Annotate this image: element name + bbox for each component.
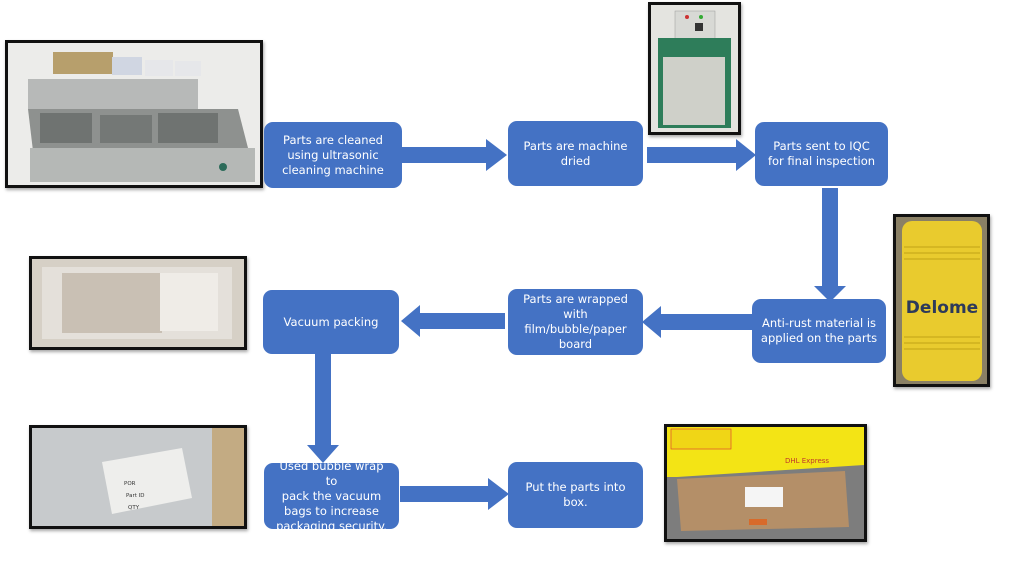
step-vacuum: Vacuum packing: [263, 290, 399, 354]
labeled-bag-illustration: POR Part ID QTY: [32, 428, 244, 526]
shipping-box-illustration: DHL Express: [667, 427, 864, 539]
carrier-text: DHL Express: [785, 457, 829, 465]
ultrasonic-cleaner-photo: [5, 40, 263, 188]
arrow-wrap-to-vacuum: [401, 305, 505, 337]
oil-drum-photo: Delome: [893, 214, 990, 387]
label-field-qty: QTY: [128, 505, 140, 511]
oil-drum-illustration: Delome: [896, 217, 987, 384]
labeled-bag-photo: POR Part ID QTY: [29, 425, 247, 529]
arrow-clean-to-dry: [400, 139, 507, 171]
shipping-box-photo: DHL Express: [664, 424, 867, 542]
step-clean: Parts are cleaned using ultrasonic clean…: [264, 122, 402, 188]
drying-oven-photo: [648, 2, 741, 135]
step-box: Put the parts into box.: [508, 462, 643, 528]
step-iqc: Parts sent to IQC for final inspection: [755, 122, 888, 186]
step-dry: Parts are machine dried: [508, 121, 643, 186]
step-bubble: Used bubble wrap to pack the vacuum bags…: [264, 459, 399, 533]
label-field-por: POR: [124, 481, 136, 487]
label-field-part-id: Part ID: [126, 493, 144, 499]
step-antirust: Anti-rust material is applied on the par…: [752, 299, 886, 363]
drum-brand-text: Delome: [906, 298, 978, 318]
wrapped-parts-illustration: [32, 259, 244, 347]
arrow-bubble-to-box: [400, 478, 509, 510]
arrow-antirust-to-wrap: [642, 306, 752, 338]
arrow-iqc-to-antirust: [814, 188, 846, 302]
arrow-vacuum-to-bubble: [307, 354, 339, 463]
wrapped-parts-photo: [29, 256, 247, 350]
ultrasonic-cleaner-illustration: [8, 43, 260, 185]
arrow-dry-to-iqc: [647, 139, 756, 171]
step-wrap: Parts are wrapped with film/bubble/paper…: [508, 289, 643, 355]
drying-oven-illustration: [651, 5, 738, 132]
